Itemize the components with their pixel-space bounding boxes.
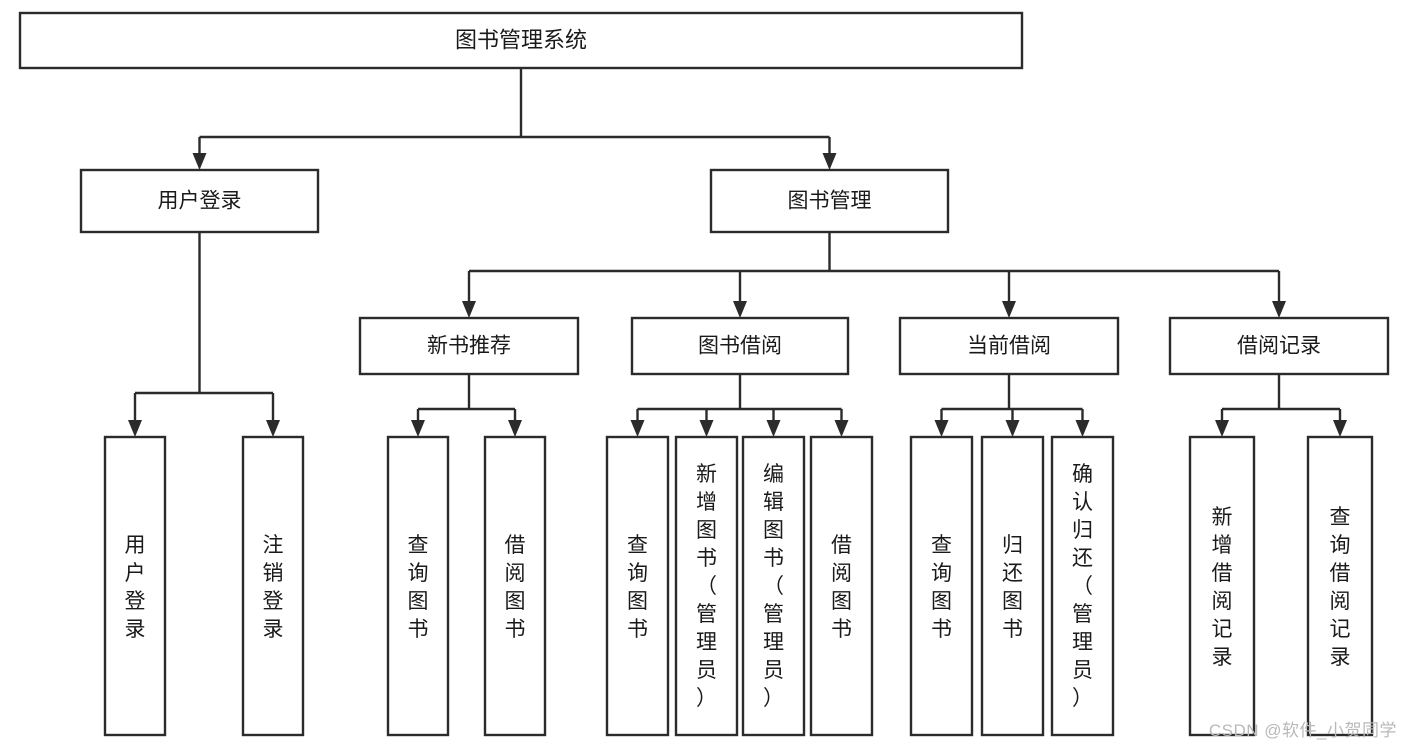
- node-l3-3-label: 借阅记录: [1237, 335, 1321, 358]
- node-leaf-3[interactable]: 借阅图书: [483, 435, 547, 737]
- node-l2-0[interactable]: 用户登录: [79, 168, 320, 234]
- arrow-head-icon: [508, 420, 522, 437]
- node-leaf-6[interactable]: 编辑图书（管理员）: [741, 435, 806, 737]
- arrow-head-icon: [1002, 301, 1016, 318]
- node-leaf-11[interactable]: 新增借阅记录: [1188, 435, 1256, 737]
- node-leaf-2-rect: [386, 435, 450, 737]
- node-leaf-12-rect: [1306, 435, 1374, 737]
- node-leaf-4-rect: [605, 435, 670, 737]
- node-l2-0-rect: [79, 168, 320, 234]
- arrow-head-icon: [733, 301, 747, 318]
- node-boxes: 图书管理系统用户登录图书管理新书推荐图书借阅当前借阅借阅记录用户登录注销登录查询…: [18, 11, 1390, 737]
- node-root-system-label: 图书管理系统: [455, 27, 587, 52]
- node-l3-2-rect: [898, 316, 1120, 376]
- arrow-head-icon: [699, 420, 714, 437]
- node-root-system-rect: [18, 11, 1024, 70]
- node-leaf-7[interactable]: 借阅图书: [809, 435, 874, 737]
- node-leaf-8-rect: [909, 435, 974, 737]
- node-leaf-4-label: 查询图书: [627, 534, 648, 641]
- node-l3-1-rect: [630, 316, 850, 376]
- arrow-head-icon: [1272, 301, 1286, 318]
- node-leaf-8[interactable]: 查询图书: [909, 435, 974, 737]
- node-leaf-3-label: 借阅图书: [505, 534, 526, 641]
- node-leaf-1[interactable]: 注销登录: [241, 435, 305, 737]
- node-l3-1-label: 图书借阅: [698, 335, 782, 358]
- arrow-head-icon: [766, 420, 781, 437]
- node-leaf-9[interactable]: 归还图书: [980, 435, 1045, 737]
- arrow-head-icon: [934, 420, 949, 437]
- arrow-head-icon: [1333, 420, 1347, 437]
- node-leaf-0-rect: [103, 435, 167, 737]
- node-leaf-12-label: 查询借阅记录: [1330, 506, 1351, 669]
- arrow-head-icon: [411, 420, 425, 437]
- arrow-head-icon: [834, 420, 849, 437]
- node-leaf-6-rect: [741, 435, 806, 737]
- node-leaf-7-rect: [809, 435, 874, 737]
- node-leaf-1-label: 注销登录: [263, 534, 284, 641]
- arrow-head-icon: [822, 153, 837, 170]
- node-leaf-10-label: 确认归还（管理员）: [1072, 463, 1093, 710]
- arrow-head-icon: [462, 301, 476, 318]
- node-leaf-5-rect: [674, 435, 739, 737]
- node-l2-1[interactable]: 图书管理: [709, 168, 950, 234]
- node-leaf-8-label: 查询图书: [931, 534, 952, 641]
- node-root-system[interactable]: 图书管理系统: [18, 11, 1024, 70]
- node-l3-3[interactable]: 借阅记录: [1168, 316, 1390, 376]
- node-leaf-9-label: 归还图书: [1002, 534, 1023, 641]
- node-leaf-10-rect: [1050, 435, 1115, 737]
- arrow-head-icon: [1005, 420, 1020, 437]
- arrow-head-icon: [1075, 420, 1090, 437]
- node-leaf-0-label: 用户登录: [125, 534, 146, 641]
- node-leaf-11-label: 新增借阅记录: [1212, 506, 1233, 669]
- node-leaf-10[interactable]: 确认归还（管理员）: [1050, 435, 1115, 737]
- node-leaf-2-label: 查询图书: [408, 534, 429, 641]
- node-l3-3-rect: [1168, 316, 1390, 376]
- arrow-head-icon: [630, 420, 645, 437]
- arrow-head-icon: [1215, 420, 1229, 437]
- node-l3-0[interactable]: 新书推荐: [358, 316, 580, 376]
- node-l2-1-rect: [709, 168, 950, 234]
- node-l3-2-label: 当前借阅: [967, 335, 1051, 358]
- node-leaf-7-label: 借阅图书: [831, 534, 852, 641]
- node-leaf-9-rect: [980, 435, 1045, 737]
- arrow-head-icon: [128, 420, 142, 437]
- node-l3-1[interactable]: 图书借阅: [630, 316, 850, 376]
- arrow-head-icon: [266, 420, 280, 437]
- node-leaf-5[interactable]: 新增图书（管理员）: [674, 435, 739, 737]
- node-leaf-11-rect: [1188, 435, 1256, 737]
- connector-lines: [128, 68, 1347, 437]
- node-leaf-2[interactable]: 查询图书: [386, 435, 450, 737]
- node-leaf-6-label: 编辑图书（管理员）: [763, 463, 784, 710]
- arrow-head-icon: [192, 153, 207, 170]
- node-leaf-3-rect: [483, 435, 547, 737]
- node-leaf-4[interactable]: 查询图书: [605, 435, 670, 737]
- node-l3-0-rect: [358, 316, 580, 376]
- node-l2-0-label: 用户登录: [158, 190, 242, 213]
- node-leaf-1-rect: [241, 435, 305, 737]
- node-leaf-0[interactable]: 用户登录: [103, 435, 167, 737]
- node-l3-2[interactable]: 当前借阅: [898, 316, 1120, 376]
- node-l3-0-label: 新书推荐: [427, 335, 511, 358]
- node-leaf-12[interactable]: 查询借阅记录: [1306, 435, 1374, 737]
- node-leaf-5-label: 新增图书（管理员）: [696, 463, 717, 710]
- node-l2-1-label: 图书管理: [788, 190, 872, 213]
